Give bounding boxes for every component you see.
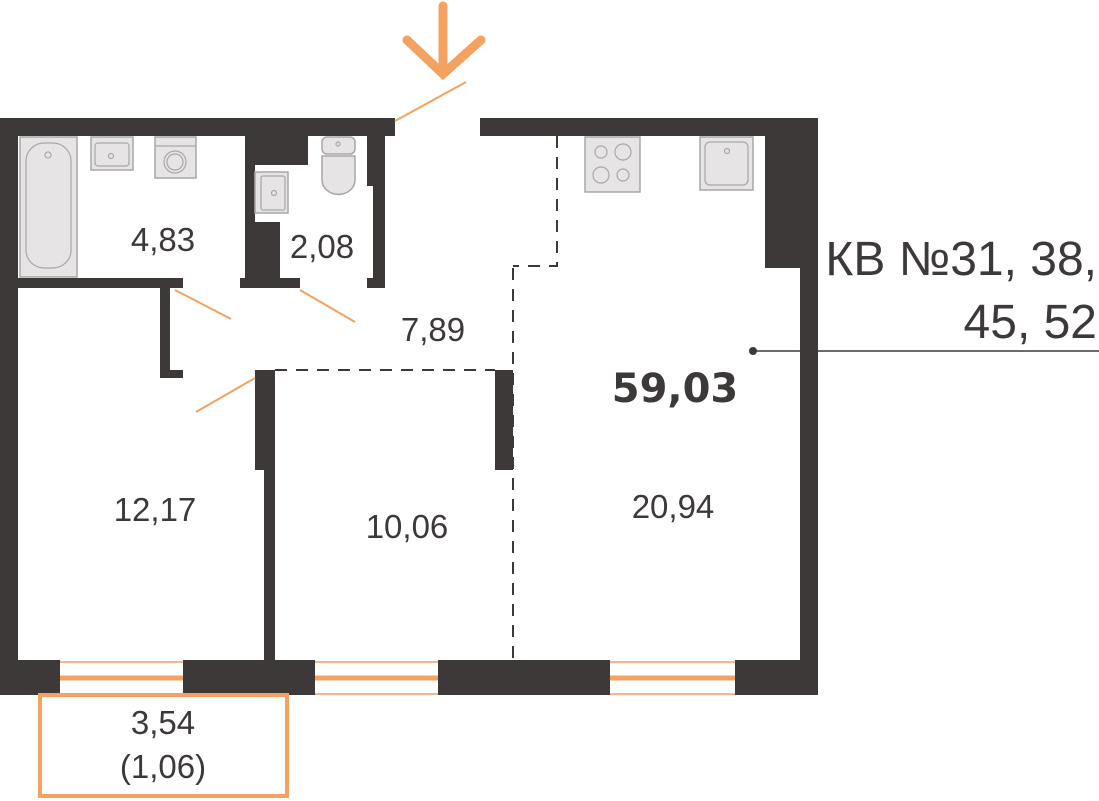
kitchen-sink-icon	[699, 136, 754, 191]
balcony-reduced-area: (1,06)	[120, 748, 206, 785]
apartment-numbers-line1: КВ №31, 38,	[825, 233, 1097, 286]
zone-dividers	[275, 136, 558, 660]
bathtub-icon	[19, 136, 78, 278]
room-area-bedroom-middle: 10,06	[366, 508, 449, 545]
apartment-leader-line	[749, 347, 1099, 355]
room-area-bathroom: 4,83	[131, 221, 195, 258]
toilet-icon	[321, 136, 356, 196]
cooktop-icon	[584, 136, 641, 193]
total-area: 59,03	[612, 366, 739, 412]
room-area-toilet: 2,08	[290, 228, 354, 265]
room-area-kitchen-living: 20,94	[632, 488, 715, 525]
wc-sink-icon	[254, 171, 289, 214]
room-area-hallway: 7,89	[401, 311, 465, 348]
door-swings	[174, 81, 467, 413]
room-area-bedroom-left: 12,17	[114, 491, 197, 528]
apartment-numbers-line2: 45, 52	[964, 296, 1097, 349]
balcony	[38, 693, 289, 798]
sink-icon	[90, 136, 134, 171]
washing-machine-icon	[154, 136, 197, 179]
windows	[38, 660, 735, 695]
balcony-area: 3,54	[131, 704, 195, 741]
entrance-arrow-icon	[402, 1, 486, 81]
walls	[0, 118, 818, 695]
